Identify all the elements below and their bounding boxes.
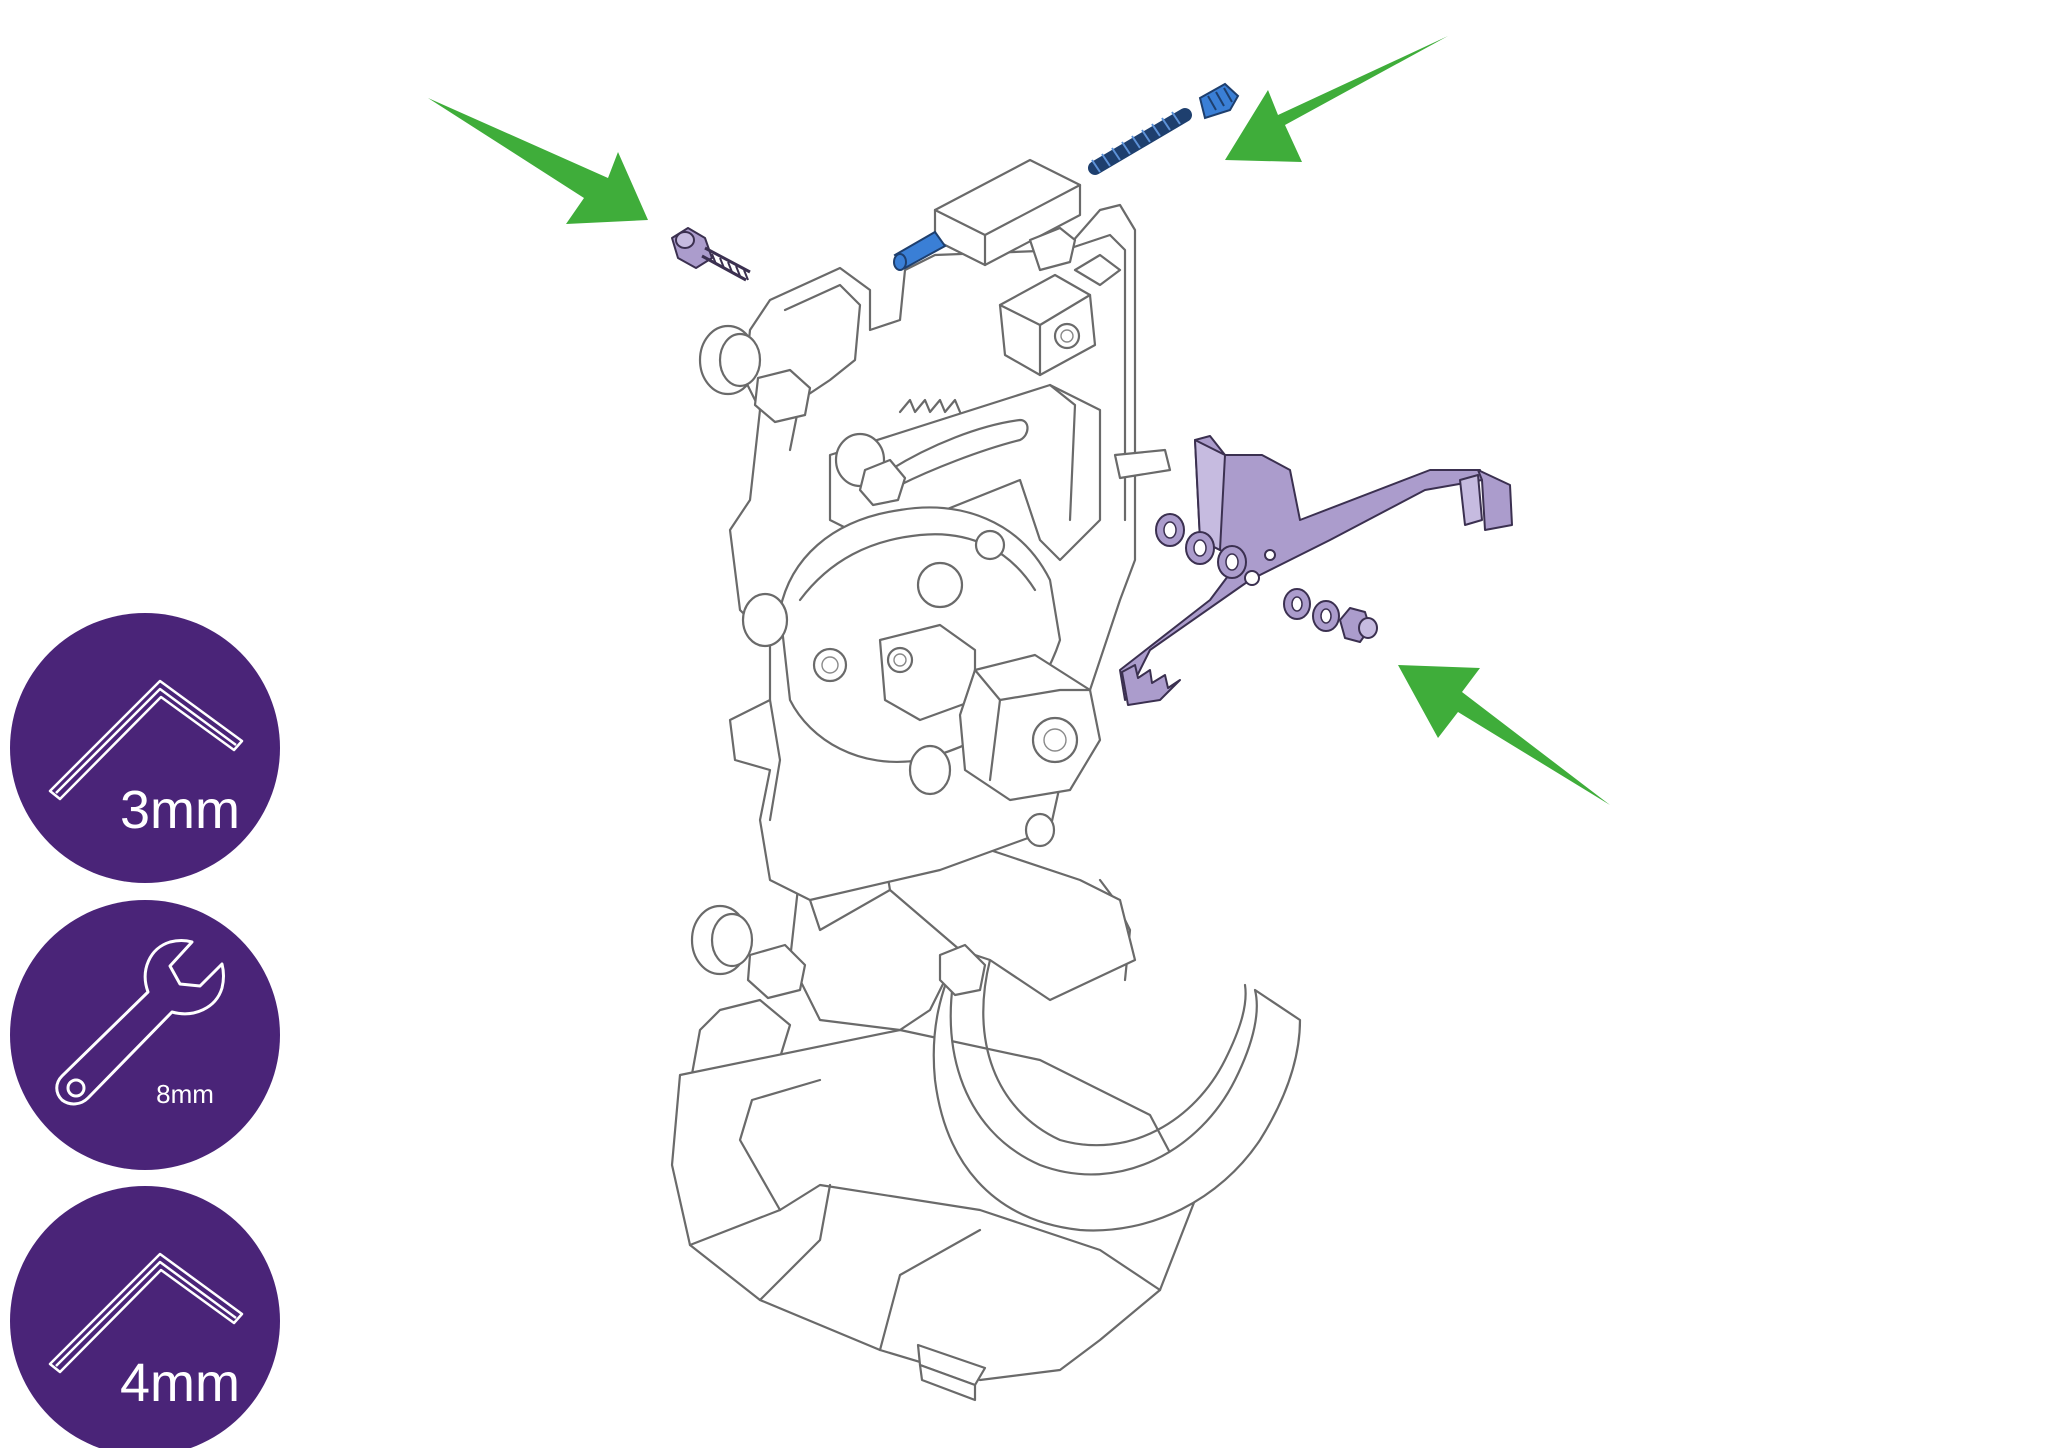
side-shaft xyxy=(1073,253,1172,480)
purple-screw xyxy=(671,227,751,282)
left-bolts xyxy=(690,324,1056,1000)
tool-badge-allen-4mm: 4mm xyxy=(10,1186,280,1448)
purple-rack-lever xyxy=(1119,435,1513,706)
extruder-assembly xyxy=(670,158,1302,1402)
blue-set-screw xyxy=(1198,82,1240,120)
wrench-icon xyxy=(55,939,225,1106)
washers-lower-and-nut xyxy=(1283,588,1378,643)
tool-label: 4mm xyxy=(120,1353,240,1413)
tool-badge-allen-3mm: 3mm xyxy=(10,613,280,883)
washers-upper xyxy=(1155,513,1247,579)
allen-key-icon xyxy=(48,679,244,801)
arrow-to-spring xyxy=(1225,36,1448,162)
tool-badge-wrench-8mm: 8mm xyxy=(10,900,280,1170)
badge-background xyxy=(10,613,280,883)
tool-label: 3mm xyxy=(120,780,240,840)
arrow-to-screw xyxy=(428,98,648,224)
badge-background xyxy=(10,900,280,1170)
badge-background xyxy=(10,1186,280,1448)
allen-key-icon xyxy=(48,1252,244,1374)
large-knob xyxy=(958,653,1102,802)
tool-label: 8mm xyxy=(156,1079,214,1109)
blue-pin xyxy=(893,230,947,271)
tensioner-block xyxy=(933,158,1097,377)
pointer-arrows xyxy=(428,36,1610,805)
blue-spring xyxy=(1088,108,1192,175)
arrow-to-cap-nut xyxy=(1398,665,1610,805)
lower-body-hook xyxy=(670,828,1302,1402)
